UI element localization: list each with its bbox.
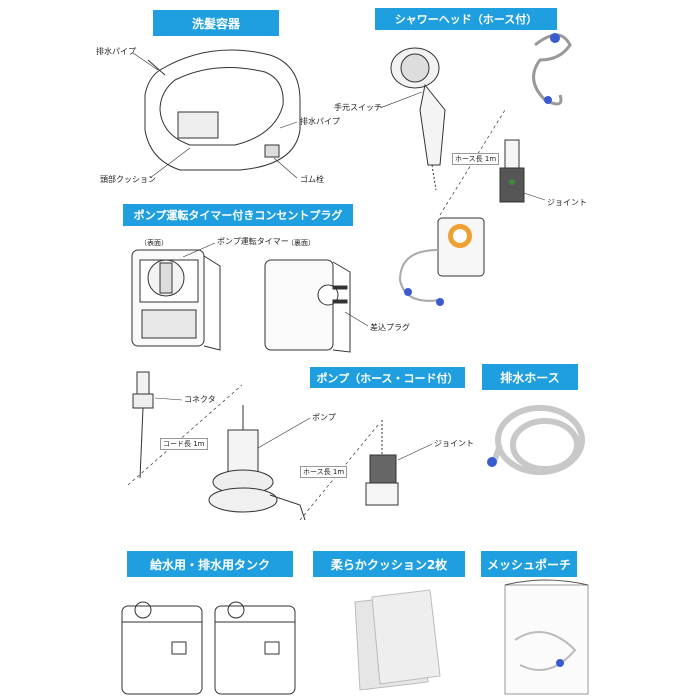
label-hand-switch: 手元スイッチ: [334, 103, 382, 112]
label-connector: コネクタ: [184, 395, 216, 404]
shower-head-drawing: [390, 47, 446, 191]
label-back: （裏面）: [287, 239, 315, 247]
label-hose-length-shower: ホース長 1m: [452, 153, 500, 165]
plug-back-drawing: [264, 259, 351, 353]
shower-hose-photo: [532, 33, 572, 106]
header-basin: 洗髪容器: [153, 10, 279, 36]
tank-drawing-left: [121, 601, 203, 695]
label-hose-length-pump: ホース長 1m: [300, 466, 348, 478]
label-front: （表面）: [140, 239, 168, 247]
connector-drawing: [132, 371, 154, 479]
label-pump: ポンプ: [312, 413, 336, 422]
plug-front-drawing: [131, 249, 221, 351]
pump-drawing: [208, 405, 306, 521]
cushion-photo: [354, 589, 441, 691]
header-drain-hose: 排水ホース: [482, 364, 578, 390]
pump-joint-drawing: [365, 420, 399, 506]
header-shower: シャワーヘッド（ホース付）: [375, 8, 557, 30]
label-head-cushion: 頭部クッション: [100, 175, 156, 184]
label-joint-shower: ジョイント: [547, 198, 587, 207]
shower-joint-drawing: [499, 139, 525, 203]
header-cushion: 柔らかクッション2枚: [313, 551, 465, 577]
label-plug-blade: 差込プラグ: [370, 323, 410, 332]
header-plug: ポンプ運転タイマー付きコンセントプラグ: [123, 204, 353, 226]
label-drain-pipe-1: 排水パイプ: [96, 47, 136, 56]
label-pump-timer: ポンプ運転タイマー: [217, 237, 289, 246]
label-drain-pipe-2: 排水パイプ: [300, 117, 340, 126]
drain-hose-photo: [489, 405, 585, 475]
mesh-pouch-photo: [504, 579, 589, 695]
tank-drawing-right: [214, 601, 296, 695]
header-tank: 給水用・排水用タンク: [127, 551, 293, 577]
header-pouch: メッシュポーチ: [481, 551, 577, 577]
basin-drawing: [144, 49, 301, 171]
label-cord-length: コード長 1m: [160, 438, 208, 450]
label-joint-pump: ジョイント: [434, 439, 474, 448]
timer-plug-photo: [398, 217, 485, 306]
label-rubber-plug: ゴム栓: [300, 175, 324, 184]
header-pump: ポンプ（ホース・コード付）: [310, 367, 465, 388]
